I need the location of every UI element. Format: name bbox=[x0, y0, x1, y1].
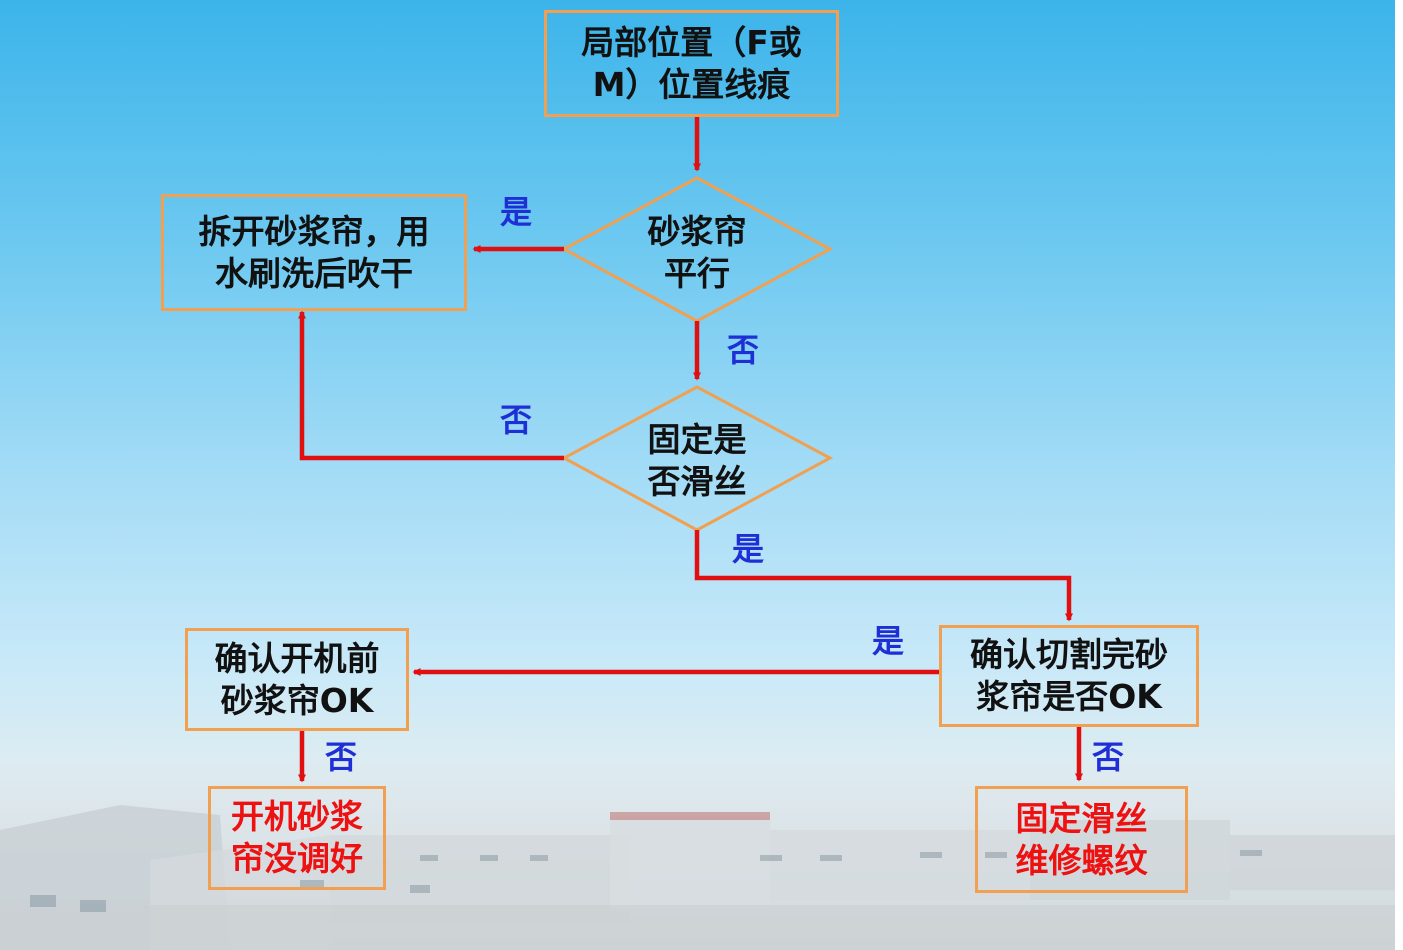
right-edge-strip bbox=[1395, 0, 1403, 950]
arrow-slip-yes-to-check bbox=[694, 530, 1073, 622]
label-parallel-yes: 是 bbox=[500, 193, 533, 231]
start-box: 局部位置（F或 M）位置线痕 bbox=[544, 10, 839, 117]
clean-action-box: 拆开砂浆帘，用 水刷洗后吹干 bbox=[161, 194, 467, 311]
not-adjusted-result-box: 开机砂浆 帘没调好 bbox=[208, 786, 386, 890]
label-before-start-no: 否 bbox=[325, 738, 358, 776]
label-parallel-no: 否 bbox=[727, 331, 760, 369]
arrow-slip-no-to-clean bbox=[298, 310, 564, 461]
label-after-cut-yes: 是 bbox=[872, 622, 905, 660]
check-before-start-box: 确认开机前 砂浆帘OK bbox=[185, 628, 409, 731]
repair-result-box: 固定滑丝 维修螺纹 bbox=[975, 786, 1188, 893]
label-after-cut-no: 否 bbox=[1092, 738, 1125, 776]
label-slip-yes: 是 bbox=[732, 530, 765, 568]
decision-parallel-text: 砂浆帘 平行 bbox=[647, 212, 747, 293]
label-slip-no: 否 bbox=[500, 401, 533, 439]
check-after-cut-box: 确认切割完砂 浆帘是否OK bbox=[939, 625, 1199, 727]
decision-slip-text: 固定是 否滑丝 bbox=[647, 420, 747, 501]
